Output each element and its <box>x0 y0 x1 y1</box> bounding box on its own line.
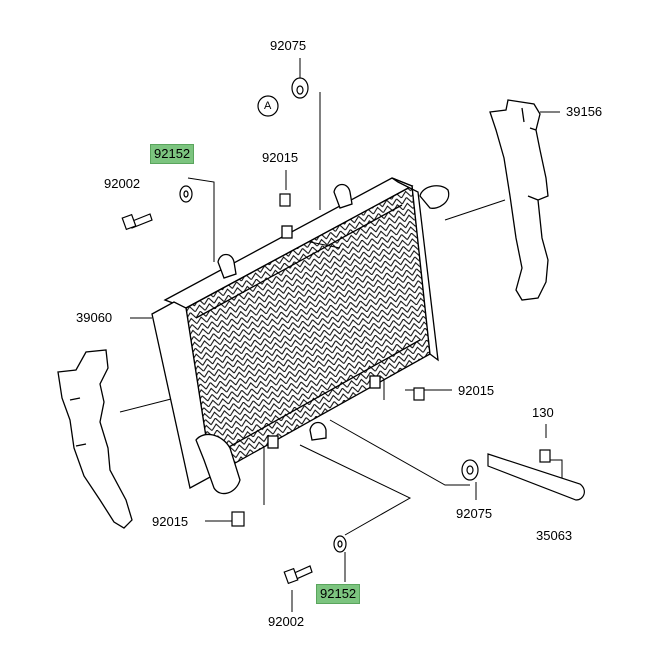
leader-lines <box>119 58 563 612</box>
label-130: 130 <box>532 405 554 420</box>
label-ref-marker-a: A <box>264 100 272 112</box>
label-92015-top: 92015 <box>262 150 299 165</box>
label-92002-top: 92002 <box>104 176 141 191</box>
label-92015-bottom: 92015 <box>152 514 189 529</box>
radiator-39060 <box>151 177 450 495</box>
label-39156: 39156 <box>566 104 603 119</box>
small-parts <box>121 77 585 585</box>
label-35063: 35063 <box>536 528 573 543</box>
left-shroud <box>57 349 133 529</box>
right-shroud-39156 <box>489 99 549 301</box>
label-92015-right: 92015 <box>458 383 495 398</box>
label-39060: 39060 <box>76 310 113 325</box>
label-92002-bottom: 92002 <box>268 614 305 629</box>
label-92075-bottom: 92075 <box>456 506 493 521</box>
label-92075-top: 92075 <box>270 38 307 53</box>
label-92152-top-highlighted: 92152 <box>150 144 195 164</box>
label-92152-bottom-highlighted: 92152 <box>316 584 361 604</box>
